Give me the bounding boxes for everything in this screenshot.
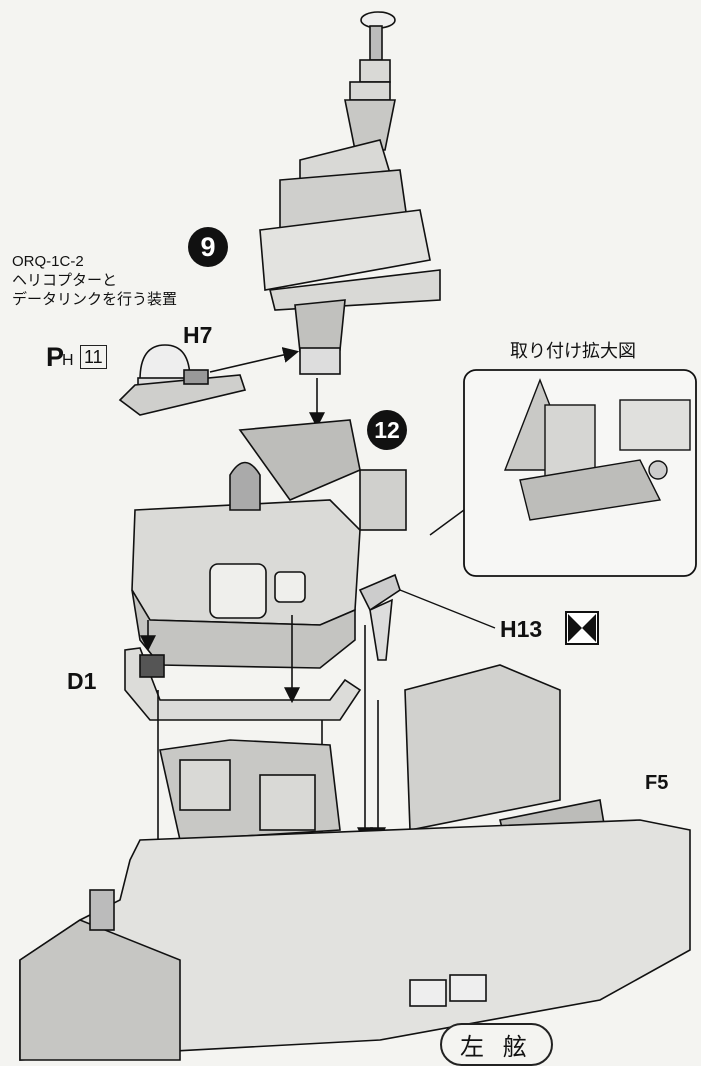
part-d1-label: D1 bbox=[67, 668, 97, 694]
part-h13-label: H13 bbox=[500, 616, 543, 642]
h13-color-marker bbox=[565, 611, 599, 645]
paint-h-label: H bbox=[62, 352, 74, 369]
h13-part bbox=[358, 573, 401, 661]
bridge-block bbox=[131, 419, 407, 669]
orq-desc-line2: データリンクを行う装置 bbox=[12, 291, 178, 308]
d1-railing bbox=[124, 647, 362, 721]
lower-superstructure bbox=[19, 664, 691, 1061]
view-side-caption: 左 舷 bbox=[440, 1023, 553, 1066]
step-12-marker: 12 bbox=[367, 410, 407, 450]
inset-title: 取り付け拡大図 bbox=[510, 341, 636, 361]
step-9-marker: 9 bbox=[188, 227, 228, 267]
orq-antenna-part bbox=[118, 344, 247, 416]
paint-p-label: P bbox=[46, 342, 65, 372]
orq-code-label: ORQ-1C-2 bbox=[12, 253, 84, 270]
paint-number-box: 11 bbox=[80, 345, 107, 369]
orq-desc-line1: ヘリコプターと bbox=[12, 272, 118, 289]
part-f5-label: F5 bbox=[645, 772, 669, 794]
detail-inset bbox=[463, 369, 697, 577]
part-h7-label: H7 bbox=[183, 322, 213, 348]
mast-assembly bbox=[259, 11, 441, 375]
